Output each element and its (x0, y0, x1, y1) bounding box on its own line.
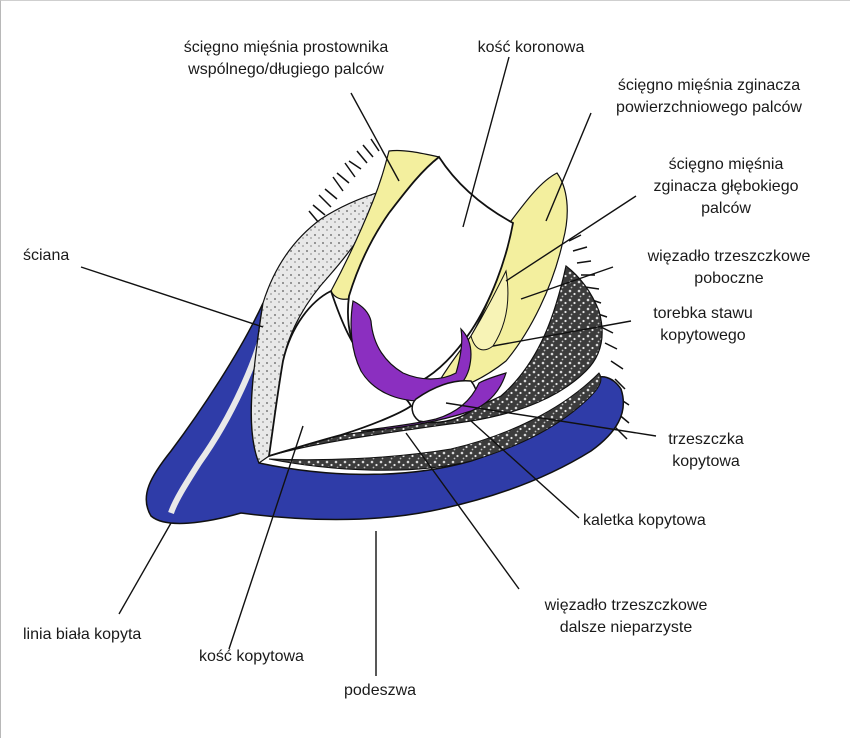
label-navicular-bursa: kaletka kopytowa (583, 510, 706, 532)
label-superficial-flexor: ścięgno mięśnia zginacza powierzchnioweg… (584, 75, 834, 119)
label-extensor-tendon: ścięgno mięśnia prostownika wspólnego/dł… (151, 37, 421, 81)
label-coffin-bone: kość kopytowa (199, 646, 304, 668)
label-coronary-bone: kość koronowa (456, 37, 606, 59)
label-joint-capsule: torebka stawu kopytowego (623, 303, 783, 347)
label-sole: podeszwa (344, 680, 416, 702)
label-navicular-bone: trzeszczka kopytowa (646, 429, 766, 473)
label-wall: ściana (23, 245, 69, 267)
label-collateral-ligament: więzadło trzeszczkowe poboczne (619, 246, 839, 290)
label-white-line: linia biała kopyta (23, 624, 141, 646)
label-deep-flexor: ścięgno mięśnia zginacza głębokiego palc… (631, 154, 821, 220)
label-distal-ligament: więzadło trzeszczkowe dalsze nieparzyste (506, 595, 746, 639)
